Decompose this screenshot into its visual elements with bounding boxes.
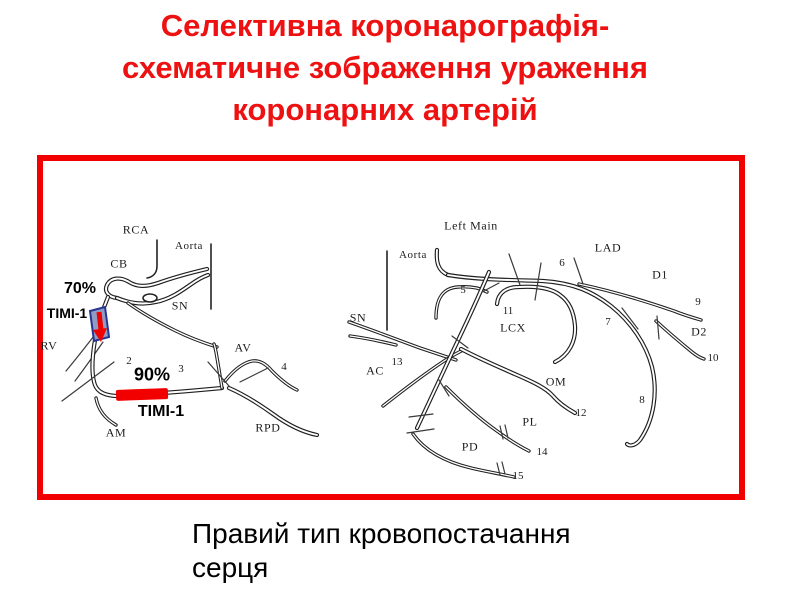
slide-title: Селективна коронарографія- схематичне зо… [0,5,770,131]
segment-number-12: 12 [575,407,587,419]
stenosis-marker-proximal-rca [88,305,111,343]
segment-number-15: 15 [512,470,524,482]
slide-title-line-3: коронарних артерій [232,92,538,127]
label-sn-left-panel: SN [171,298,189,313]
segment-number-8: 8 [639,394,645,406]
segment-number-14: 14 [536,446,548,458]
stenosis-marker-mid-rca [115,388,169,401]
label-pl: PL [522,414,538,429]
label-om: OM [545,374,567,389]
segment-number-11: 11 [502,305,514,317]
label-av: AV [234,340,252,355]
label-rca: RCA [122,222,150,237]
annotation-stenosis-70-percent: 70% [63,280,97,297]
label-aorta-right-panel: Aorta [398,249,428,261]
slide-caption: Правий тип кровопостачання серця [192,518,571,583]
annotation-stenosis-90-percent: 90% [133,364,171,385]
label-lcx: LCX [500,320,526,335]
segment-number-9: 9 [695,296,701,308]
segment-number-2: 2 [126,355,132,367]
segment-tick-marks [61,253,660,476]
label-cb: CB [110,256,128,271]
segment-number-13: 13 [391,356,403,368]
rca-vessel-tree [92,269,317,435]
label-d1: D1 [652,267,668,282]
label-d2: D2 [691,324,707,339]
label-lad: LAD [594,240,622,255]
slide-title-line-1: Селективна коронарографія- [160,8,610,43]
segment-number-4: 4 [281,361,287,373]
label-rv: RV [40,338,58,353]
label-aorta-left-panel: Aorta [174,240,204,252]
label-ac: AC [366,363,384,378]
annotation-timi-flow-proximal: TIMI-1 [46,305,88,321]
segment-number-7: 7 [605,316,611,328]
label-rpd: RPD [255,420,281,435]
label-am: AM [105,425,127,440]
sn-ostium [142,293,158,303]
segment-number-5: 5 [460,284,466,296]
slide-title-line-2: схематичне зображення ураження [122,50,648,85]
label-pd: PD [461,439,479,454]
annotation-timi-flow-mid: TIMI-1 [137,403,185,420]
segment-number-10: 10 [707,352,719,364]
label-left-main: Left Main [444,218,498,233]
segment-number-6: 6 [559,257,565,269]
label-sn-right-panel: SN [349,310,367,325]
segment-number-3: 3 [178,363,184,375]
